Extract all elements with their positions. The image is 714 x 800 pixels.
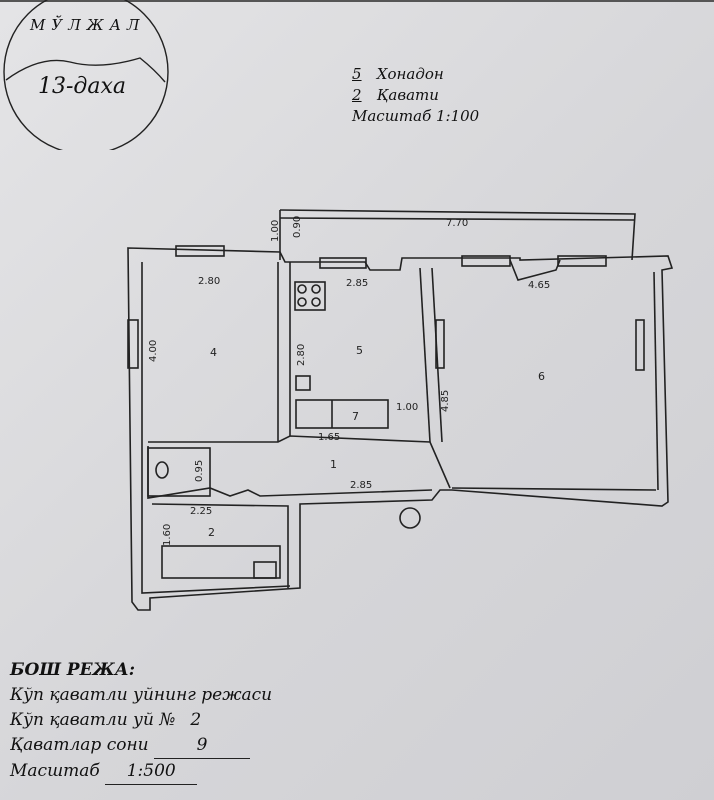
balcony-outline (279, 209, 636, 261)
floor-label: Қавати (376, 86, 439, 104)
room-2-label: 2 (208, 526, 215, 539)
dim-room7-bottom: 1.65 (318, 432, 340, 443)
general-plan-legend: БОШ РЕЖА: Кўп қаватли уйнинг режаси Кўп … (10, 658, 272, 785)
dim-balcony-length: 7.70 (446, 218, 468, 229)
dim-balcony-depth-1: 1.00 (270, 220, 281, 242)
window-room-6-inner (435, 319, 445, 369)
dim-room2-width: 2.25 (190, 506, 212, 517)
room-4-label: 4 (210, 346, 217, 359)
window-room-4-side (127, 319, 139, 369)
apartment-info: 5 Хонадон 2 Қавати Масштаб 1:100 (352, 64, 479, 127)
legend-house-number: 2 (190, 710, 202, 730)
legend-house-label: Кўп қаватли уй № (10, 710, 176, 730)
legend-scale-value: 1:500 (105, 759, 198, 785)
dim-wc-height: 0.95 (194, 460, 205, 482)
window-room-6-side (635, 319, 645, 371)
dim-room7-width: 1.00 (396, 402, 418, 413)
dim-room4-height: 4.00 (148, 340, 159, 362)
window-room-4 (175, 245, 225, 257)
legend-title: БОШ РЕЖА: (10, 660, 135, 680)
floor-number: 2 (352, 86, 362, 104)
apartment-label: Хонадон (376, 65, 444, 83)
room-5-label: 5 (356, 344, 363, 357)
dim-room6-width: 4.65 (528, 280, 550, 291)
apartment-number: 5 (352, 65, 362, 83)
legend-scale-label: Масштаб (10, 761, 100, 781)
legend-line-1: Кўп қаватли уйнинг режаси (10, 685, 273, 705)
dim-balcony-depth-2: 0.90 (292, 216, 303, 238)
room-1-label: 1 (330, 458, 337, 471)
info-scale: Масштаб 1:100 (352, 107, 480, 125)
dim-room5-height: 2.80 (296, 344, 307, 366)
legend-floors-number: 9 (154, 733, 250, 759)
dim-room6-height: 4.85 (440, 390, 451, 412)
floor-plan-drawing: 7.70 1.00 0.90 2.80 4.00 2.85 2.80 4.65 … (127, 209, 674, 611)
balcony-rail (279, 217, 635, 221)
stamp-title: 13-даха (38, 74, 127, 99)
dim-room5-width: 2.85 (346, 278, 368, 289)
window-room-6-right (557, 255, 607, 267)
window-room-5 (319, 257, 367, 269)
room-6-label: 6 (538, 370, 545, 383)
dim-room2-height: 1.60 (162, 524, 173, 546)
stamp-arc-text: МЎЛЖАЛ (30, 16, 146, 34)
landmark-stamp: МЎЛЖАЛ 13-даха (0, 0, 175, 155)
top-border-line (0, 0, 714, 2)
room-7-label: 7 (352, 410, 359, 423)
legend-floors-label: Қаватлар сони (10, 735, 149, 755)
dim-room1-width: 2.85 (350, 480, 372, 491)
dim-room4-width: 2.80 (198, 276, 220, 287)
